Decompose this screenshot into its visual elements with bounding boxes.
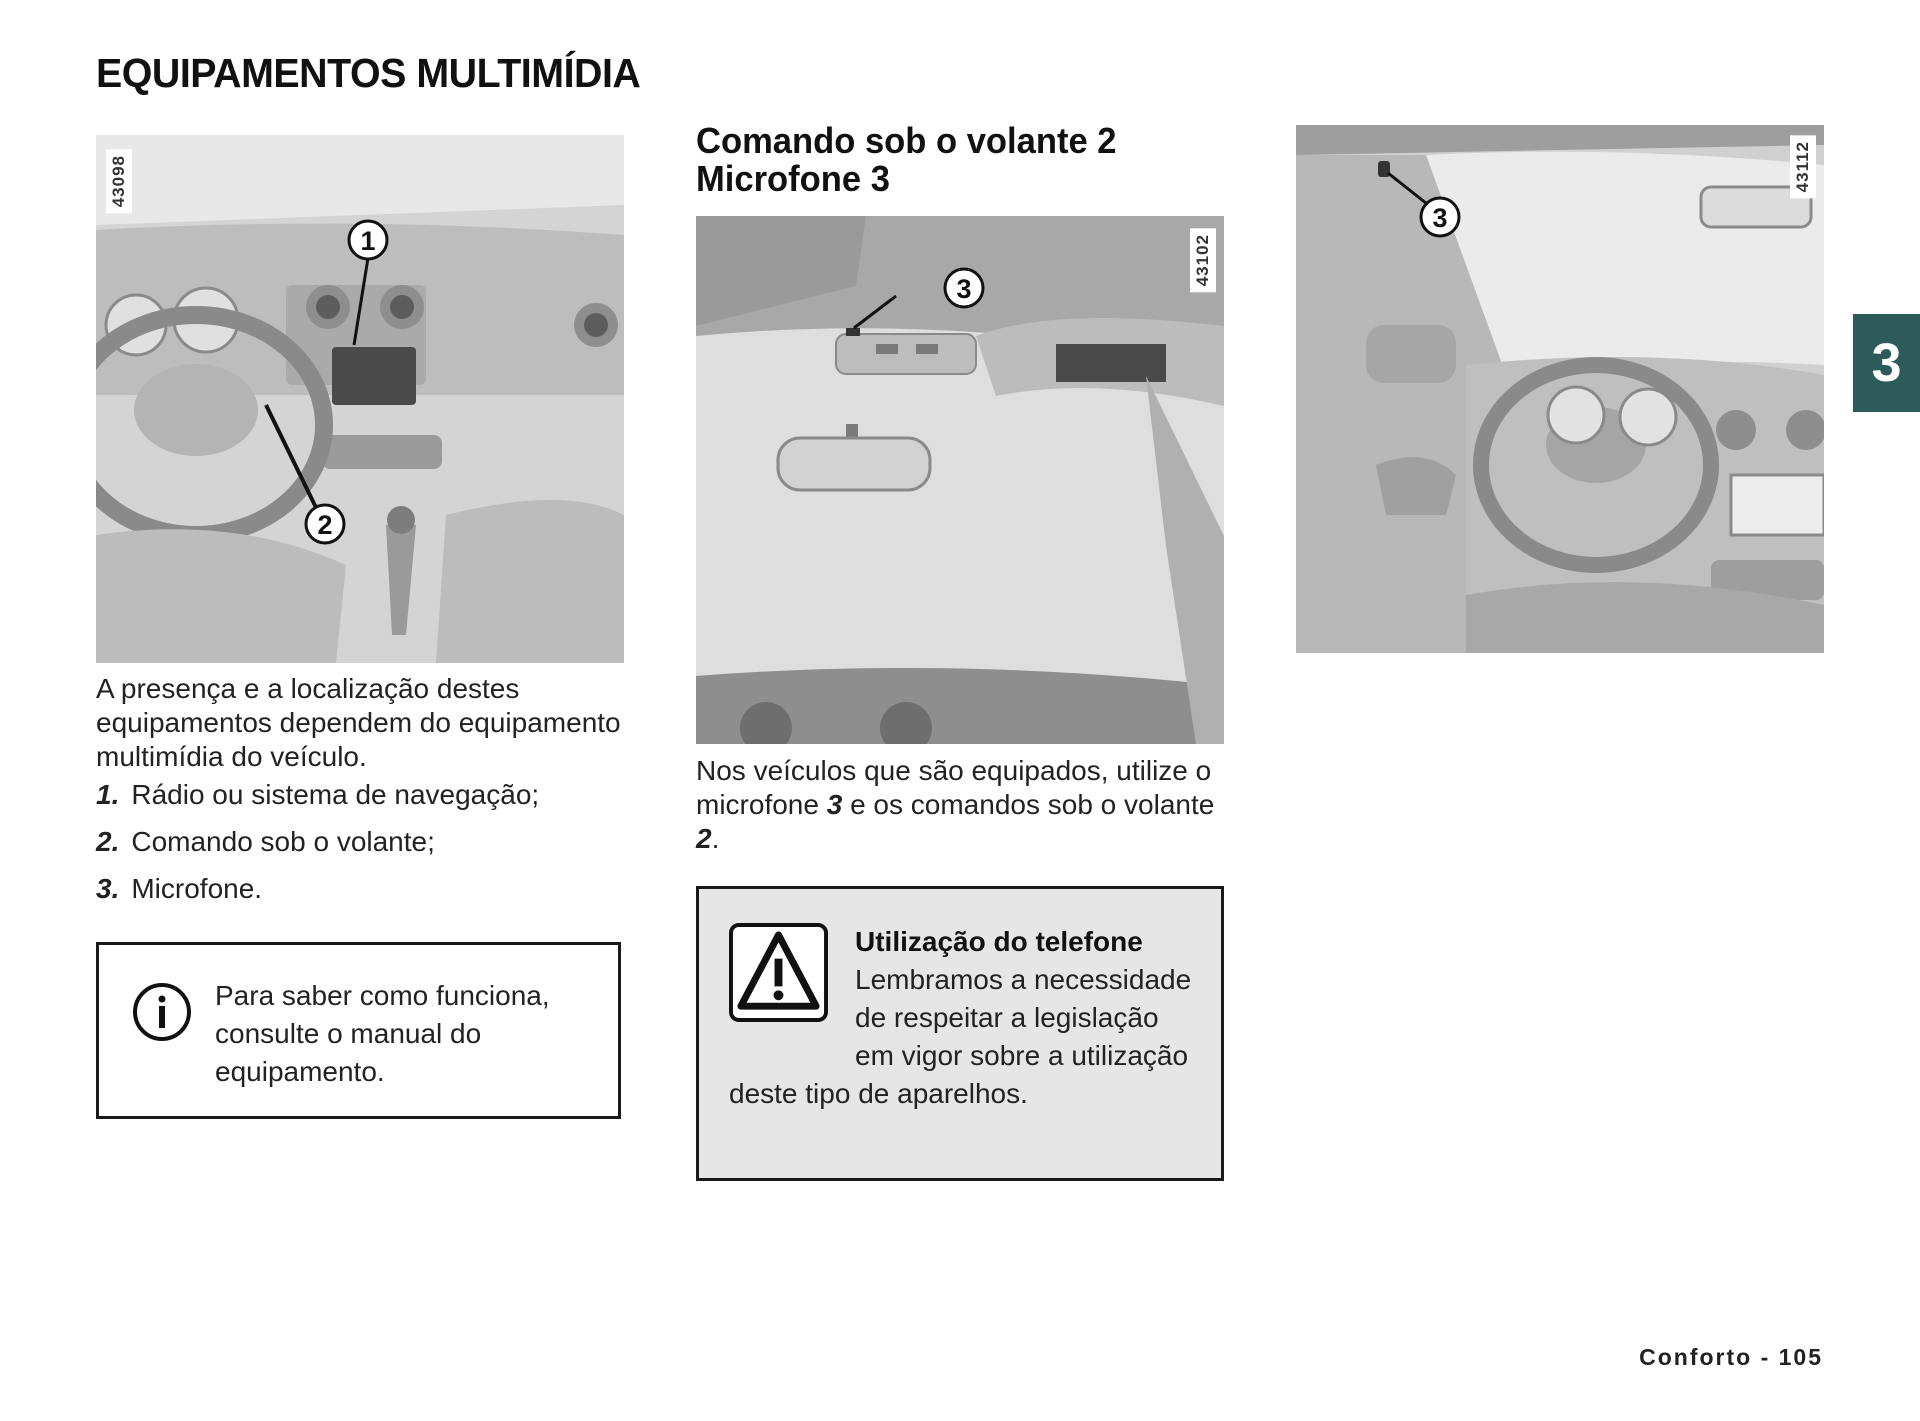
warning-body: Lembramos a necessidade de respeitar a l… <box>729 964 1192 1109</box>
list-item: 3. Microfone. <box>96 872 539 919</box>
callout-1-label: 1 <box>360 226 375 256</box>
microphone-marker <box>1378 161 1390 177</box>
intro-text: A presença e a localização destes equipa… <box>96 673 621 772</box>
windscreen-illustration: 3 <box>696 216 1224 744</box>
item-number: 3. <box>96 873 120 904</box>
info-note: Para saber como funciona, consulte o man… <box>96 942 621 1119</box>
figure-id: 43098 <box>106 149 132 214</box>
warning-body-wrap: Lembramos a necessidade de respeitar a l… <box>729 961 1199 1113</box>
figure-id: 43102 <box>1190 228 1216 293</box>
item-label: Rádio ou sistema de navegação; <box>131 779 540 810</box>
dashboard-illustration: 1 2 <box>96 135 624 663</box>
item-label: Comando sob o volante; <box>131 826 435 857</box>
equipment-list: 1. Rádio ou sistema de navegação; 2. Coman… <box>96 778 539 919</box>
section-text-part1: Nos veículos que são equipados, utilize … <box>696 755 1212 820</box>
chapter-tab: 3 <box>1853 314 1920 412</box>
warning-title: Utilização do telefone <box>855 926 1143 957</box>
dashboard-figure: 1 2 43098 <box>96 135 624 663</box>
list-item: 1. Rádio ou sistema de navegação; <box>96 778 539 825</box>
section-text-part2: e os comandos sob o volante <box>842 789 1215 820</box>
item-label: Microfone. <box>131 873 263 904</box>
info-note-text: Para saber como funciona, consulte o man… <box>215 980 550 1087</box>
ref-steering-control: 2 <box>696 823 712 854</box>
info-icon <box>133 983 191 1041</box>
callout-3 <box>1419 196 1461 238</box>
callout-3 <box>943 267 985 309</box>
callout-3-label: 3 <box>956 274 971 304</box>
callout-3-label: 3 <box>1432 203 1447 233</box>
warning-icon <box>729 923 828 1022</box>
callout-1 <box>347 219 389 261</box>
callout-2 <box>304 503 346 545</box>
section-heading: Comando sob o volante 2 Microfone 3 <box>696 122 1117 198</box>
warning-icon-space <box>729 961 855 1075</box>
warning-box: Utilização do telefone Lembramos a neces… <box>696 886 1224 1181</box>
figure-id: 43112 <box>1790 135 1816 199</box>
section-text: Nos veículos que são equipados, utilize … <box>696 754 1226 856</box>
section-heading-line2: Microfone 3 <box>696 158 890 199</box>
cabin-figure: 3 43112 <box>1296 125 1824 653</box>
callout-2-label: 2 <box>317 510 332 540</box>
section-heading-line1: Comando sob o volante 2 <box>696 120 1117 161</box>
page-footer: Conforto - 105 <box>1639 1344 1823 1370</box>
section-text-part3: . <box>711 823 720 854</box>
windscreen-figure: 3 43102 <box>696 216 1224 744</box>
ref-microphone: 3 <box>826 789 843 820</box>
cabin-illustration: 3 <box>1296 125 1824 653</box>
item-number: 2. <box>96 826 120 857</box>
item-number: 1. <box>96 779 120 810</box>
microphone-marker <box>846 328 860 336</box>
list-item: 2. Comando sob o volante; <box>96 825 539 872</box>
radio-screen <box>332 347 416 405</box>
page-title: EQUIPAMENTOS MULTIMÍDIA <box>96 50 641 96</box>
